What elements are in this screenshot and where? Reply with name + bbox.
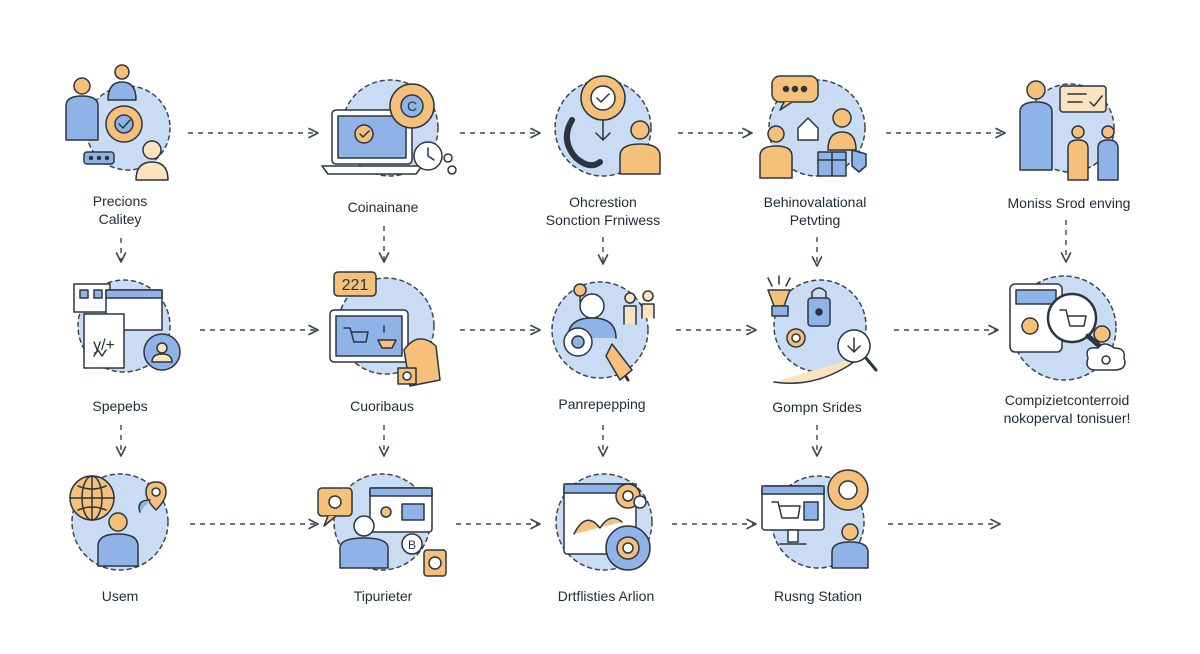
node-label-line: Gompn Srides [772, 399, 862, 415]
team-gear-icon [65, 64, 171, 181]
node-label-n4: Behinovalational Petvting [695, 193, 935, 229]
node-label-line: Tipurieter [353, 588, 413, 604]
node-label-line: Rusng Station [774, 588, 862, 604]
chat-family-home-icon [759, 75, 867, 179]
node-label-n3: Ohcrestion Sonction Frniwess [483, 193, 723, 229]
node-label-n14: Rusng Station [698, 587, 938, 605]
node-label-line: Compizietconterroid [1004, 392, 1130, 408]
tablet-cart-counter-icon: 221 [329, 271, 441, 387]
node-label-line: Coinainane [347, 199, 419, 215]
people-idea-icon [551, 281, 655, 382]
person-browser-chat-icon: B [317, 473, 447, 577]
node-label-n7: Cuoribaus [262, 397, 502, 415]
node-label-line: Cuoribaus [350, 398, 414, 414]
documents-person-icon: y/+ [73, 279, 181, 373]
node-label-n10: Compizietconterroid nokopervaI tonisuer! [947, 391, 1187, 427]
node-label-line: Ohcrestion [569, 194, 637, 210]
node-label-line: Calitey [98, 211, 142, 227]
node-label-line: nokopervaI tonisuer! [1003, 410, 1131, 426]
presenter-children-icon [1019, 80, 1119, 181]
node-label-n11: Usem [0, 587, 240, 605]
svg-text:C: C [407, 98, 417, 114]
node-label-n2: Coinainane [263, 198, 503, 216]
node-label-n8: Panrepepping [482, 395, 722, 413]
node-label-line: Moniss Srod enving [1007, 195, 1131, 211]
node-label-line: Behinovalational [763, 194, 867, 210]
node-label-line: Panrepepping [558, 396, 646, 412]
node-label-line: Petvting [789, 212, 841, 228]
node-label-line: Drtflisties Arlion [557, 588, 655, 604]
node-label-line: Spepebs [92, 398, 148, 414]
node-label-n5: Moniss Srod enving [949, 194, 1189, 212]
node-label-line: Usem [101, 588, 139, 604]
hand-idea-lock-icon [767, 275, 878, 385]
monitor-cart-person-icon [761, 469, 869, 569]
browser-gears-icon [555, 473, 653, 571]
gear-phone-person-icon [554, 75, 661, 177]
connectors [115, 127, 1072, 530]
laptop-gear-clock-icon: C [321, 79, 457, 177]
node-label-line: Precions [92, 193, 148, 209]
svg-text:221: 221 [342, 277, 369, 294]
device-cart-search-icon [1009, 275, 1126, 381]
node-label-n1: Precions Calitey [0, 192, 240, 228]
svg-text:B: B [408, 538, 416, 552]
node-label-n9: Gompn Srides [697, 398, 937, 416]
node-label-line: Sonction Frniwess [545, 212, 661, 228]
node-label-n13: Drtflisties Arlion [486, 587, 726, 605]
node-label-n12: Tipurieter [263, 587, 503, 605]
globe-person-location-icon [69, 473, 169, 571]
node-label-n6: Spepebs [0, 397, 240, 415]
